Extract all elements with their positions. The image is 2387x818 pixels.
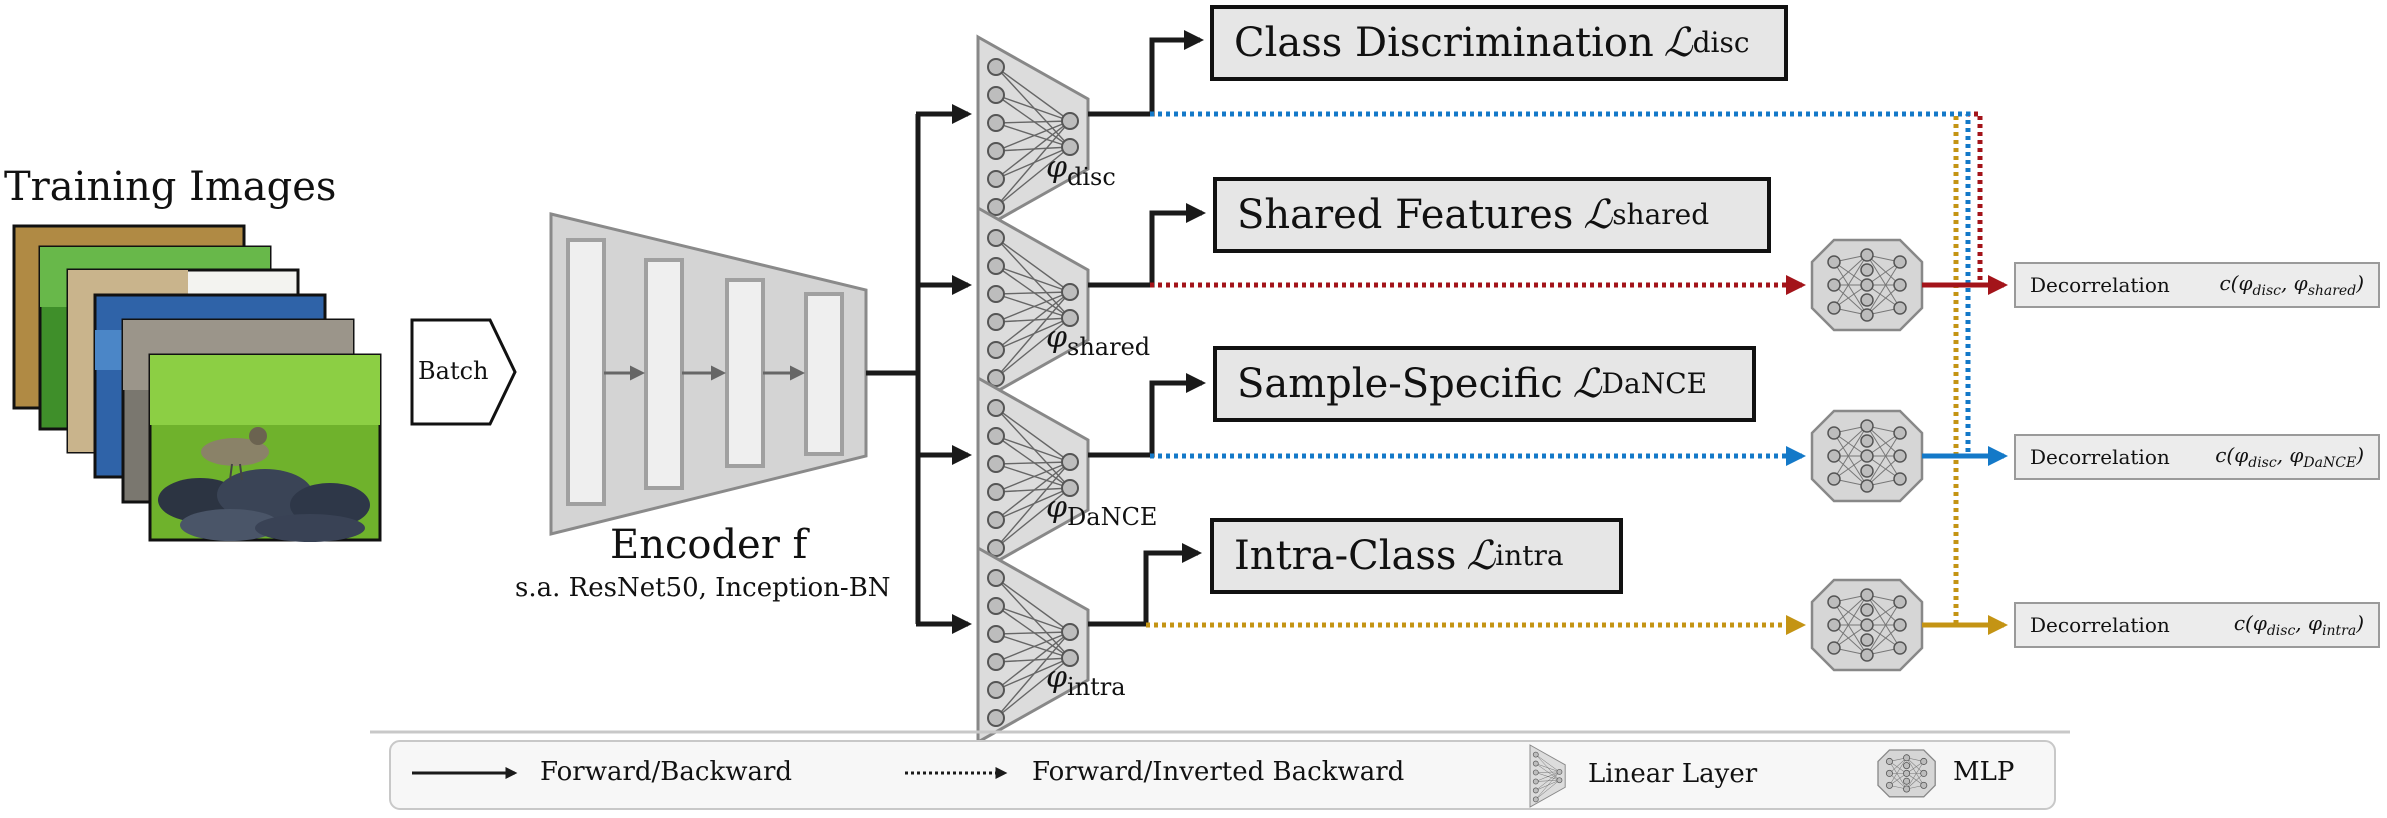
legend-forward-backward: Forward/Backward [540,757,793,787]
mlp-icon [1877,749,1936,798]
mlp-icon [1810,238,1924,332]
legend-box [389,740,2056,810]
linear-layer-icon [976,206,1090,404]
head-label-dance: φDaNCE [1046,490,1158,531]
legend-forward-inverted: Forward/Inverted Backward [1032,757,1405,787]
head-label-shared: φshared [1046,320,1151,361]
mlp-icon [1810,409,1924,503]
encoder-shape [549,212,868,536]
legend-linear-layer: Linear Layer [1588,759,1758,789]
linear-layer-icon [976,546,1090,744]
linear-layer-icon [976,35,1090,233]
decorrelation-lines [1922,275,2008,635]
decorrelation-box-shared: Decorrelation c(φdisc, φshared) [2014,262,2380,308]
batch-shape [410,318,517,426]
encoder-title: Encoder f [610,522,808,568]
head-label-disc: φdisc [1046,150,1116,191]
linear-layer-icon [976,376,1090,574]
batch-label: Batch [418,357,489,385]
training-images-title: Training Images [4,164,337,210]
encoder-subtitle: s.a. ResNet50, Inception-BN [515,573,891,603]
decorrelation-box-dance: Decorrelation c(φdisc, φDaNCE) [2014,434,2380,480]
loss-lines [1088,30,1206,627]
decorrelation-box-intra: Decorrelation c(φdisc, φintra) [2014,602,2380,648]
image-stack-icon [12,224,382,542]
mlp-icon [1810,578,1924,672]
head-label-intra: φintra [1046,660,1126,701]
legend-mlp: MLP [1953,757,2015,787]
encoder-branch-lines [866,104,972,634]
